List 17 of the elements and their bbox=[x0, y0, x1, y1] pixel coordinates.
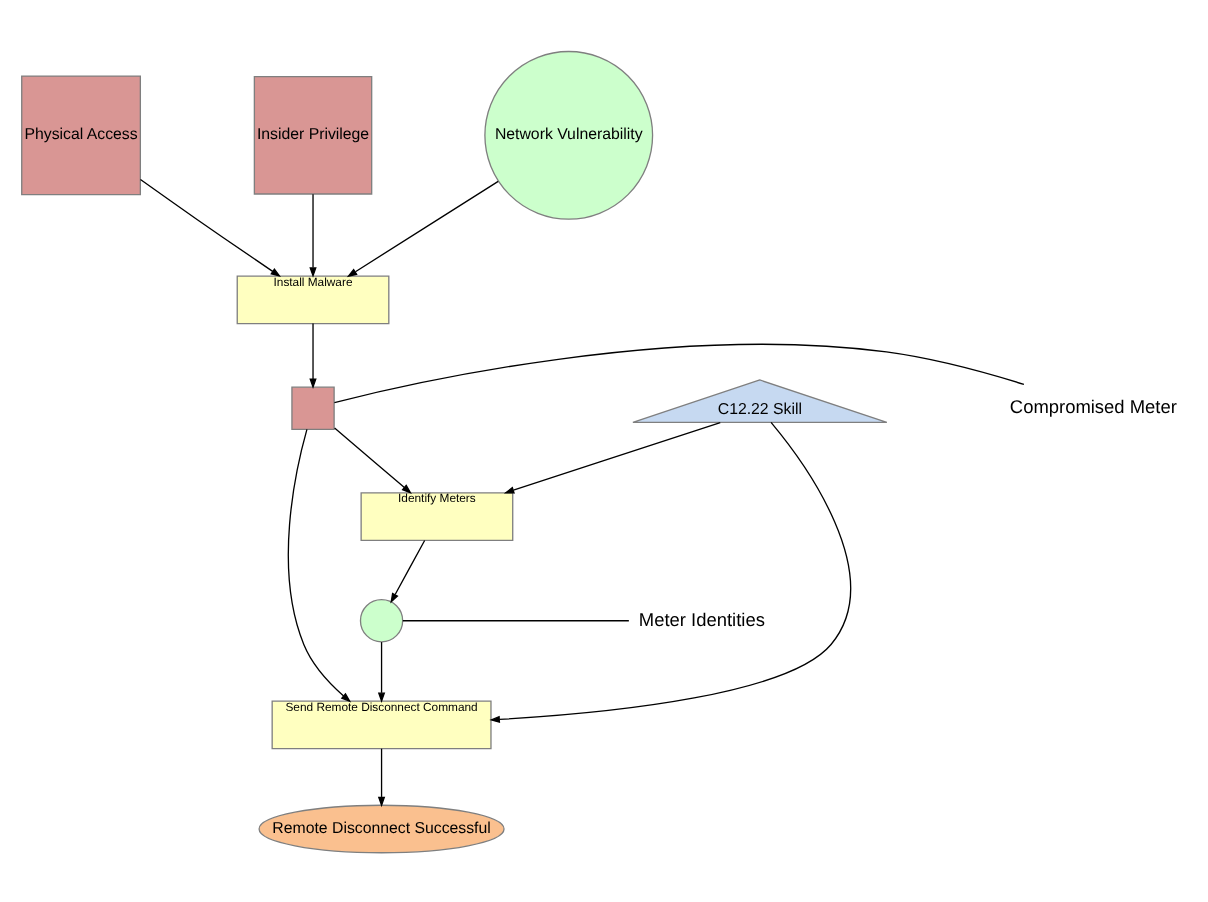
arrow bbox=[346, 179, 499, 277]
arrow bbox=[390, 538, 426, 603]
node-circle bbox=[359, 598, 404, 642]
arrow bbox=[139, 177, 282, 277]
arrow bbox=[287, 427, 352, 702]
arrow bbox=[489, 420, 852, 723]
connector bbox=[333, 342, 1025, 403]
node-box bbox=[291, 385, 335, 429]
node-text: Compromised Meter bbox=[1009, 396, 1177, 417]
arrow bbox=[333, 426, 412, 493]
arrow bbox=[309, 192, 317, 277]
arrow bbox=[377, 747, 386, 807]
arrow bbox=[503, 420, 721, 493]
arrow bbox=[377, 640, 386, 703]
connector bbox=[402, 619, 630, 621]
arrow bbox=[309, 321, 317, 389]
node-text: Meter Identities bbox=[638, 608, 765, 629]
